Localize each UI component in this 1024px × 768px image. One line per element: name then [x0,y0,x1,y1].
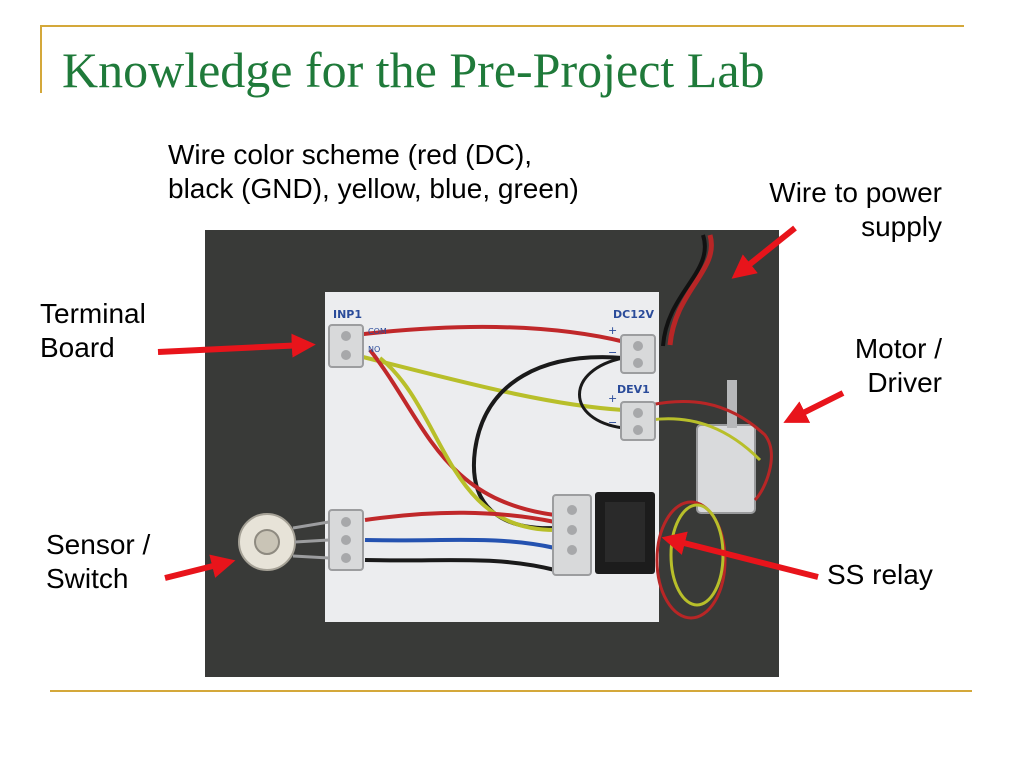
screw [341,331,351,341]
sensor-switch-line-2: Switch [46,563,129,594]
wire-scheme-label: Wire color scheme (red (DC), black (GND)… [168,138,579,206]
motor-body [696,424,756,514]
wire-scheme-line-1: Wire color scheme (red (DC), [168,139,533,170]
motor-lead-red [649,399,773,502]
motor-driver-line-1: Motor / [854,333,942,364]
wire-blue-sensor [364,537,556,550]
terminal-board-line-1: Terminal [40,298,146,329]
board-mark-inp1: INP1 [333,308,362,321]
motor-lead-yellow [649,417,762,462]
screw [341,553,351,563]
terminal-block-inp1 [328,324,364,368]
board-mark-minus-dev: − [608,416,617,429]
wire-yellow-top [354,353,624,412]
screw [341,535,351,545]
wire-scheme-line-2: black (GND), yellow, blue, green) [168,173,579,204]
terminal-board-label: Terminal Board [40,297,146,365]
wire-yellow-long [378,356,556,532]
screw [633,358,643,368]
screw [633,408,643,418]
board-mark-plus-dev: + [608,392,617,405]
power-supply-line-2: supply [861,211,942,242]
sensor-switch-label: Sensor / Switch [46,528,150,596]
wire-red-sensor [364,510,556,524]
motor-shaft [727,380,737,428]
screw [633,425,643,435]
screw [567,545,577,555]
ss-relay-label-plate [605,502,645,562]
screw [633,341,643,351]
terminal-block-dev1 [620,401,656,441]
terminal-board-line-2: Board [40,332,115,363]
power-supply-line-1: Wire to power [769,177,942,208]
footer-rule [50,690,972,692]
motor-driver-line-2: Driver [867,367,942,398]
potentiometer-leads [292,520,330,560]
potentiometer-shaft [254,529,280,555]
wire-black-dev [578,356,624,430]
ss-relay-label: SS relay [827,559,933,590]
title-accent-bar [40,25,42,93]
power-supply-wire-red [667,234,714,346]
board-mark-dev1: DEV1 [617,383,650,396]
board-mark-com: COM [368,327,387,336]
screw [341,517,351,527]
screw [567,525,577,535]
wire-black-sensor [364,558,556,572]
board-mark-no: NO [368,345,380,354]
screw [567,505,577,515]
screw [341,350,351,360]
sensor-switch-line-1: Sensor / [46,529,151,560]
power-supply-wire-black [661,234,707,347]
wire-red-long [368,348,556,517]
arrow-motor-driver [783,390,845,423]
board-mark-minus-dc: − [608,346,617,359]
motor-driver-label: Motor / Driver [855,332,942,400]
board-mark-plus-dc: + [608,324,617,337]
title-rule [40,25,964,27]
power-supply-label: Wire to power supply [769,176,942,244]
terminal-block-dc12v [620,334,656,374]
slide-title: Knowledge for the Pre-Project Lab [62,42,765,98]
board-mark-dc12v: DC12V [613,308,655,321]
wire-red-top [354,324,626,344]
circuit-board-photo: INP1 COM NO DC12V + − DEV1 + − [205,230,779,677]
